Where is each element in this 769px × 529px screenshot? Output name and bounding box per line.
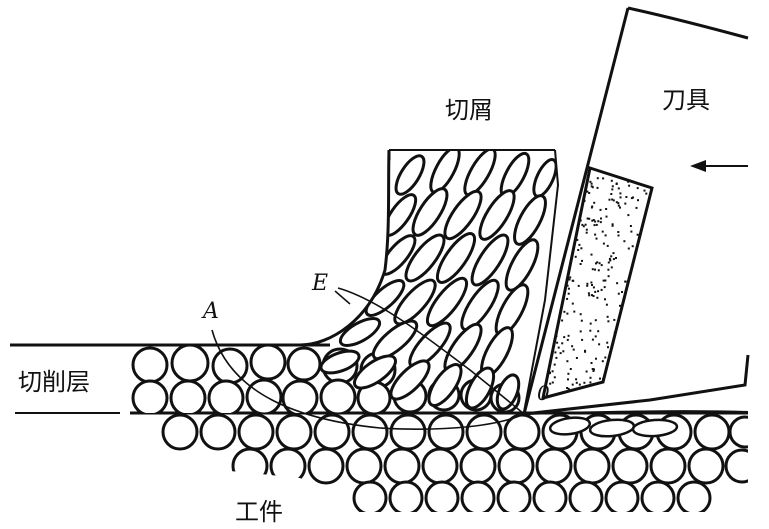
workpiece-label: 工件	[235, 498, 283, 526]
curve-oa	[211, 329, 525, 430]
chip-label: 切屑	[445, 96, 493, 124]
tool-flank	[523, 410, 749, 415]
point-e-label: E	[311, 271, 328, 296]
cutting-tool	[522, 6, 750, 416]
point-o-label: 0	[537, 381, 550, 405]
tool-label: 刀具	[662, 86, 710, 114]
tool-outline	[522, 6, 750, 416]
feed-direction-arrow	[690, 160, 748, 172]
deformed-zone-grains	[548, 416, 679, 438]
cutting-layer-label: 切削层	[18, 368, 90, 396]
shear-zone-curves	[211, 287, 525, 430]
point-e-leader	[334, 290, 351, 305]
chip-body	[299, 149, 560, 413]
point-a-label: A	[201, 299, 219, 324]
curve-oe	[337, 287, 525, 415]
